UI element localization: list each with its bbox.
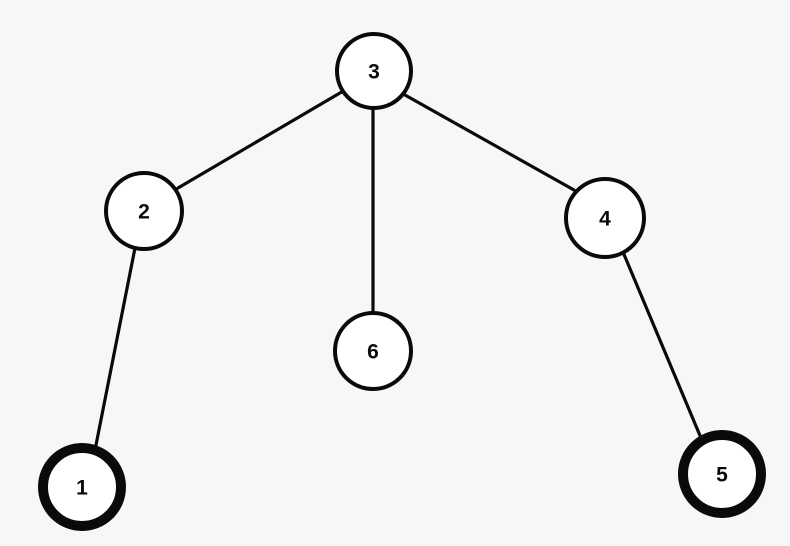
graph-edge-3-4	[403, 93, 576, 192]
graph-node-2-label: 2	[138, 201, 150, 224]
graph-node-1-circle[interactable]	[38, 443, 126, 531]
graph-edge-3-2	[176, 88, 347, 190]
graph-node-4[interactable]: 4	[564, 177, 646, 259]
graph-edge-2-1	[93, 246, 137, 452]
node-layer: 3 2 4 6 1 5	[38, 32, 766, 531]
graph-node-3[interactable]: 3	[335, 32, 413, 110]
graph-node-6[interactable]: 6	[333, 311, 413, 391]
graph-node-1[interactable]: 1	[38, 443, 126, 531]
graph-node-4-label: 4	[599, 208, 611, 231]
graph-node-4-circle[interactable]	[564, 177, 646, 259]
graph-node-3-label: 3	[368, 61, 380, 84]
graph-node-1-label: 1	[76, 477, 88, 500]
graph-node-5-label: 5	[716, 464, 728, 487]
graph-node-6-circle[interactable]	[333, 311, 413, 391]
graph-node-5[interactable]: 5	[678, 430, 766, 518]
graph-node-2[interactable]: 2	[104, 171, 184, 251]
graph-edge-4-5	[621, 250, 703, 440]
graph-node-3-circle[interactable]	[335, 32, 413, 110]
graph-node-6-label: 6	[367, 341, 379, 364]
graph-node-5-circle[interactable]	[678, 430, 766, 518]
graph-node-2-circle[interactable]	[104, 171, 184, 251]
edge-layer	[93, 88, 703, 452]
